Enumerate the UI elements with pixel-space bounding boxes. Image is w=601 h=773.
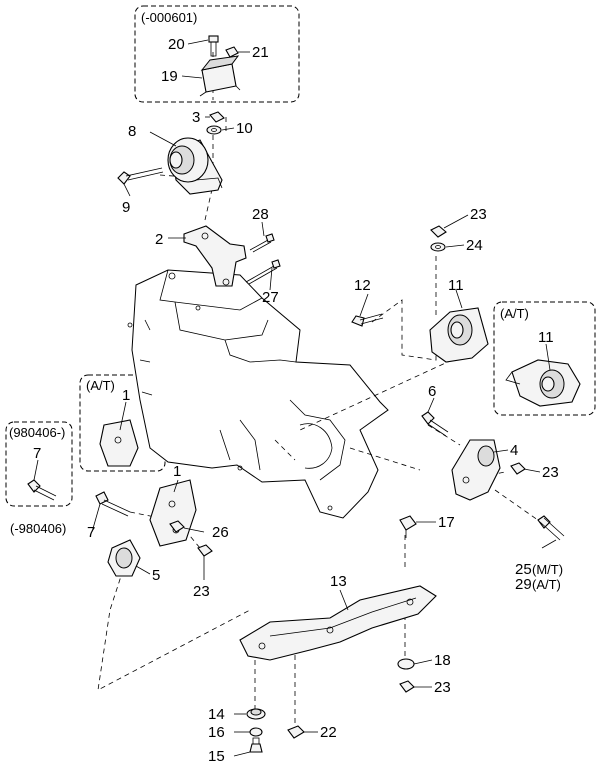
callout-5: 5 <box>152 567 160 584</box>
engine-block <box>127 269 389 519</box>
part-13-crossmember <box>239 585 437 661</box>
part-23-nut-right <box>510 462 526 475</box>
callout-10: 10 <box>236 120 253 137</box>
callout-24: 24 <box>466 237 483 254</box>
note-at-left: (A/T) <box>86 378 115 393</box>
part-7-bolt-new <box>27 479 57 501</box>
callout-29: 29 <box>515 576 532 593</box>
part-11-mount-at <box>505 359 581 407</box>
callout-13: 13 <box>330 573 347 590</box>
part-9-bolt <box>117 167 164 185</box>
part-10-washer <box>206 125 222 135</box>
part-16-washer <box>249 727 263 737</box>
callout-12: 12 <box>354 277 371 294</box>
callout-11: 11 <box>448 277 464 294</box>
part-20-bolt <box>208 35 219 57</box>
callout-23-left: 23 <box>193 583 210 600</box>
note-at-right: (A/T) <box>500 306 529 321</box>
part-2-bracket <box>183 225 247 287</box>
callout-26: 26 <box>212 524 229 541</box>
part-15-bolt <box>249 737 263 753</box>
callout-16: 16 <box>208 724 225 741</box>
part-4-bracket <box>451 439 501 501</box>
part-19-bracket <box>199 55 241 97</box>
callout-4: 4 <box>510 442 518 459</box>
part-8-engine-mount <box>167 137 223 195</box>
group-box-at-right <box>493 301 596 416</box>
part-24-washer <box>430 242 446 252</box>
callout-2: 2 <box>155 231 163 248</box>
callout-1-at: 1 <box>122 387 130 404</box>
part-1-bracket-at <box>99 419 139 467</box>
callout-17: 17 <box>438 514 455 531</box>
part-21-nut <box>225 46 239 58</box>
callout-22: 22 <box>320 724 337 741</box>
part-5-mount <box>107 539 141 577</box>
part-3-nut <box>209 111 225 123</box>
callout-18: 18 <box>434 652 451 669</box>
part-17-bolt <box>399 515 417 538</box>
part-23-nut-lower <box>399 680 415 693</box>
group-box-980406 <box>5 421 73 507</box>
part-23-nut-left <box>197 544 213 557</box>
callout-21: 21 <box>252 44 269 61</box>
callout-23-right: 23 <box>542 464 559 481</box>
part-23-nut-upper <box>430 225 447 238</box>
callout-3: 3 <box>192 109 200 126</box>
part-28-bolt <box>249 233 275 253</box>
callout-11-at: 11 <box>538 329 554 346</box>
callout-8: 8 <box>128 123 136 140</box>
note-mt: (M/T) <box>532 562 563 577</box>
part-25-29-bolt <box>537 515 565 541</box>
callout-23-upper: 23 <box>470 206 487 223</box>
group-box-top <box>134 5 300 103</box>
note-top-box: (-000601) <box>141 10 197 25</box>
callout-1: 1 <box>173 463 181 480</box>
part-7-bolt-old <box>95 491 131 517</box>
part-12-bolt <box>351 313 384 327</box>
callout-19: 19 <box>161 68 178 85</box>
note-date-before: (-980406) <box>10 521 66 536</box>
part-11-mount <box>429 307 489 363</box>
callout-28: 28 <box>252 206 269 223</box>
part-6-bolt <box>421 411 449 437</box>
part-14-insulator <box>246 708 266 720</box>
callout-25: 25 <box>515 561 532 578</box>
callout-14: 14 <box>208 706 225 723</box>
callout-23-lower: 23 <box>434 679 451 696</box>
callout-9: 9 <box>122 199 130 216</box>
part-27-bolt <box>245 259 281 285</box>
callout-7-old: 7 <box>87 524 95 541</box>
note-at-suffix: (A/T) <box>532 577 561 592</box>
part-18-insulator <box>397 658 415 670</box>
callout-27: 27 <box>262 289 279 306</box>
part-1-bracket <box>149 479 197 547</box>
callout-7-new: 7 <box>33 445 41 462</box>
part-26-nut <box>169 520 185 533</box>
callout-15: 15 <box>208 748 225 765</box>
leader-lines <box>33 39 557 757</box>
callout-6: 6 <box>428 383 436 400</box>
callout-20: 20 <box>168 36 185 53</box>
note-date-after: (980406-) <box>9 425 65 440</box>
part-22-clip <box>287 725 305 739</box>
